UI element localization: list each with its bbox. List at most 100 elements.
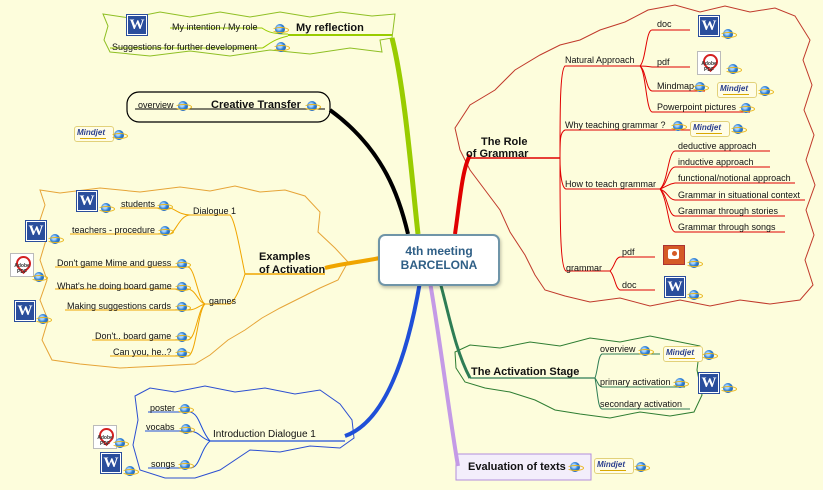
- dialogue-item[interactable]: students: [121, 199, 156, 209]
- reflection-cloud: [102, 11, 396, 57]
- ie-link-icon[interactable]: [273, 42, 290, 52]
- games-item[interactable]: Don't game Mime and guess: [57, 258, 172, 268]
- reflection-title[interactable]: My reflection: [296, 22, 364, 34]
- natural-item[interactable]: Powerpoint pictures: [657, 102, 737, 112]
- games-label[interactable]: games: [209, 296, 237, 306]
- games-item[interactable]: Can you, he..?: [113, 347, 172, 357]
- word-doc-icon[interactable]: [126, 14, 148, 36]
- mindjet-icon[interactable]: Mindjet: [594, 458, 634, 474]
- how-item[interactable]: functional/notional approach: [678, 173, 791, 183]
- activation-item[interactable]: primary activation: [600, 377, 671, 387]
- ie-link-icon[interactable]: [98, 203, 115, 213]
- games-item[interactable]: Making suggestions cards: [67, 301, 172, 311]
- games-item[interactable]: What's he doing board game: [57, 281, 172, 291]
- ie-link-icon[interactable]: [720, 383, 737, 393]
- activation-title[interactable]: The Activation Stage: [471, 366, 580, 378]
- ie-link-icon[interactable]: [174, 348, 191, 358]
- ie-link-icon[interactable]: [31, 272, 48, 282]
- how-item[interactable]: inductive approach: [678, 157, 754, 167]
- ie-link-icon[interactable]: [178, 424, 195, 434]
- central-topic-line2: BARCELONA: [400, 258, 478, 272]
- ie-link-icon[interactable]: [174, 282, 191, 292]
- ie-link-icon[interactable]: [175, 101, 192, 111]
- grammar-title-line2[interactable]: of Grammar: [466, 148, 529, 160]
- examples-title-line2[interactable]: of Activation: [259, 264, 326, 276]
- ie-link-icon[interactable]: [701, 350, 718, 360]
- word-doc-icon[interactable]: [76, 190, 98, 212]
- grammar-sub-item[interactable]: doc: [622, 280, 637, 290]
- how-item[interactable]: Grammar in situational context: [678, 190, 801, 200]
- intro-item[interactable]: poster: [150, 403, 176, 413]
- ie-link-icon[interactable]: [692, 82, 709, 92]
- evaluation-title[interactable]: Evaluation of texts: [468, 461, 566, 473]
- ie-link-icon[interactable]: [157, 226, 174, 236]
- reflection-item[interactable]: Suggestions for further development: [112, 42, 258, 52]
- activation-item[interactable]: secondary activation: [600, 399, 683, 409]
- ie-link-icon[interactable]: [730, 124, 747, 134]
- word-doc-icon[interactable]: [698, 372, 720, 394]
- adobe-pdf-icon[interactable]: Adobe PDF: [10, 253, 34, 277]
- why-grammar-label[interactable]: Why teaching grammar ?: [565, 120, 666, 130]
- intro-title[interactable]: Introduction Dialogue 1: [213, 429, 316, 440]
- how-item[interactable]: Grammar through songs: [678, 222, 776, 232]
- ie-link-icon[interactable]: [174, 302, 191, 312]
- ie-link-icon[interactable]: [47, 234, 64, 244]
- ie-link-icon[interactable]: [757, 86, 774, 96]
- ie-link-icon[interactable]: [686, 290, 703, 300]
- ie-link-icon[interactable]: [304, 101, 321, 111]
- how-grammar-label[interactable]: How to teach grammar: [565, 179, 657, 189]
- ie-link-icon[interactable]: [272, 24, 289, 34]
- ie-link-icon[interactable]: [720, 29, 737, 39]
- ie-link-icon[interactable]: [633, 462, 650, 472]
- intro-item[interactable]: songs: [151, 459, 176, 469]
- mindjet-icon[interactable]: Mindjet: [717, 82, 757, 98]
- ie-link-icon[interactable]: [725, 64, 742, 74]
- ie-link-icon[interactable]: [177, 460, 194, 470]
- dialogue-label[interactable]: Dialogue 1: [193, 206, 237, 216]
- how-item[interactable]: deductive approach: [678, 141, 757, 151]
- ie-link-icon[interactable]: [35, 314, 52, 324]
- ie-link-icon[interactable]: [122, 466, 139, 476]
- natural-approach-label[interactable]: Natural Approach: [565, 55, 635, 65]
- natural-item[interactable]: pdf: [657, 57, 670, 67]
- grammar-title[interactable]: The Role: [481, 136, 528, 148]
- ie-link-icon[interactable]: [670, 121, 687, 131]
- creative-title[interactable]: Creative Transfer: [211, 99, 301, 111]
- ie-link-icon[interactable]: [637, 346, 654, 356]
- ie-link-icon[interactable]: [174, 332, 191, 342]
- examples-title[interactable]: Examples: [259, 251, 311, 263]
- word-doc-icon[interactable]: [25, 220, 47, 242]
- grammar-sub-label[interactable]: grammar: [566, 263, 603, 273]
- central-topic-line1: 4th meeting: [405, 244, 473, 258]
- word-doc-icon[interactable]: [14, 300, 36, 322]
- mindjet-icon[interactable]: Mindjet: [690, 121, 730, 137]
- mindjet-icon[interactable]: Mindjet: [663, 346, 703, 362]
- intro-item[interactable]: vocabs: [146, 422, 175, 432]
- ie-link-icon[interactable]: [567, 462, 584, 472]
- powerpoint-icon[interactable]: [663, 245, 685, 265]
- ie-link-icon[interactable]: [686, 258, 703, 268]
- reflection-item[interactable]: My intention / My role: [172, 22, 258, 32]
- ie-link-icon[interactable]: [112, 438, 129, 448]
- creative-item-overview[interactable]: overview: [138, 100, 174, 110]
- word-doc-icon[interactable]: [100, 452, 122, 474]
- games-item[interactable]: Don't.. board game: [95, 331, 172, 341]
- mindjet-icon[interactable]: Mindjet: [74, 126, 114, 142]
- word-doc-icon[interactable]: [664, 276, 686, 298]
- ie-link-icon[interactable]: [156, 201, 173, 211]
- ie-link-icon[interactable]: [738, 103, 755, 113]
- natural-item[interactable]: Mindmap: [657, 81, 695, 91]
- ie-link-icon[interactable]: [111, 130, 128, 140]
- natural-item[interactable]: doc: [657, 19, 672, 29]
- grammar-sub-item[interactable]: pdf: [622, 247, 635, 257]
- ie-link-icon[interactable]: [672, 378, 689, 388]
- ie-link-icon[interactable]: [174, 259, 191, 269]
- ie-link-icon[interactable]: [177, 404, 194, 414]
- central-topic[interactable]: 4th meeting BARCELONA: [378, 234, 500, 286]
- dialogue-item[interactable]: teachers - procedure: [72, 225, 156, 235]
- activation-item[interactable]: overview: [600, 344, 636, 354]
- adobe-pdf-icon[interactable]: Adobe PDF: [697, 51, 721, 75]
- how-item[interactable]: Grammar through stories: [678, 206, 779, 216]
- word-doc-icon[interactable]: [698, 15, 720, 37]
